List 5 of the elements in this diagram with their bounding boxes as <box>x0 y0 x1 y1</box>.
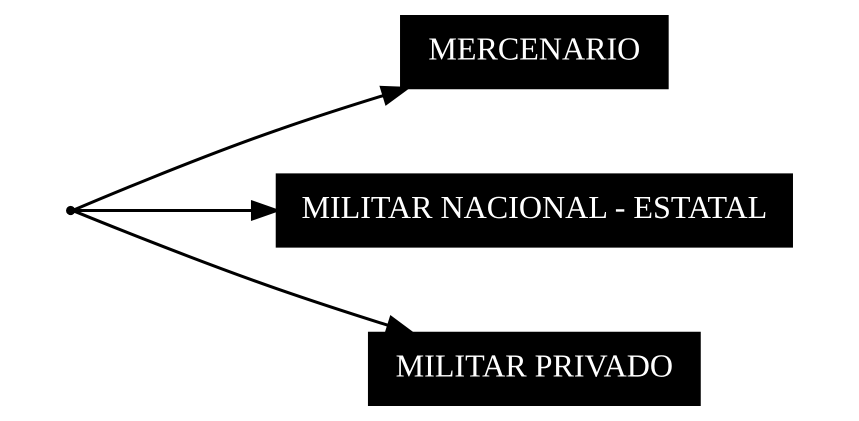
node-box: MILITAR PRIVADO <box>368 332 701 406</box>
node-point <box>66 206 76 216</box>
node-box: MILITAR NACIONAL - ESTATAL <box>276 173 793 248</box>
node-box: MERCENARIO <box>400 15 669 90</box>
arrow <box>74 86 412 212</box>
